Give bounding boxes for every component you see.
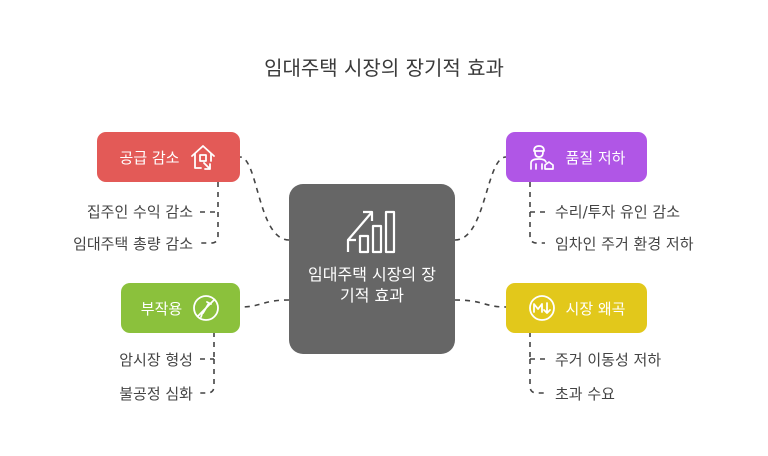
branch-distortion-label: 시장 왜곡 [565, 299, 626, 318]
branch-quality-decline: 품질 저하 [506, 132, 647, 182]
branch-side-effect-label: 부작용 [140, 299, 183, 318]
branch-quality-label: 품질 저하 [565, 148, 626, 167]
quality-item-living-environment: 임차인 주거 환경 저하 [555, 235, 694, 253]
growth-chart-icon [346, 210, 396, 254]
distortion-item-mobility: 주거 이동성 저하 [555, 351, 662, 369]
side-effect-item-black-market: 암시장 형성 [119, 351, 193, 369]
supply-item-rental-total: 임대주택 총량 감소 [73, 235, 193, 253]
prohibited-syringe-icon [193, 295, 220, 321]
distortion-item-excess-demand: 초과 수요 [555, 385, 615, 403]
center-label: 임대주택 시장의 장기적 효과 [308, 265, 436, 305]
branch-market-distortion: 시장 왜곡 [506, 283, 647, 333]
quality-item-repair-incentive: 수리/투자 유인 감소 [555, 203, 680, 221]
worker-house-icon [529, 145, 554, 170]
supply-item-owner-income: 집주인 수익 감소 [86, 203, 193, 221]
diagram-title: 임대주택 시장의 장기적 효과 [264, 56, 504, 80]
branch-side-effect: 부작용 [121, 283, 240, 333]
house-down-icon [191, 145, 216, 170]
market-down-icon [528, 295, 555, 321]
branch-supply-label: 공급 감소 [119, 148, 180, 167]
branch-supply-decrease: 공급 감소 [97, 132, 240, 182]
center-topic: 임대주택 시장의 장기적 효과 [289, 184, 455, 354]
side-effect-item-unfairness: 불공정 심화 [119, 385, 193, 403]
